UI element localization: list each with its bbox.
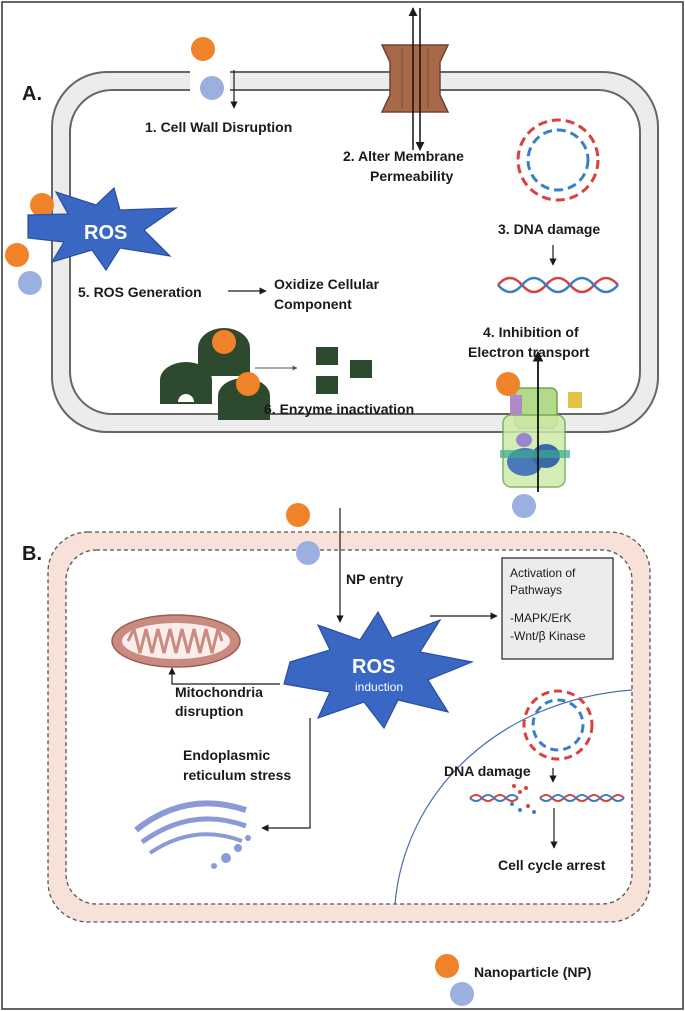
ros-starburst-b	[283, 610, 475, 730]
membrane-label-2: Permeability	[370, 168, 453, 184]
pathways-box: Activation of Pathways -MAPK/ErK -Wnt/β …	[501, 557, 614, 660]
pathways-title-2: Pathways	[510, 583, 562, 597]
mitochondria-icon	[111, 614, 241, 668]
ros-starburst-a	[27, 186, 179, 272]
pathway-2: -Wnt/β Kinase	[510, 629, 586, 643]
enzyme-icon	[160, 328, 270, 420]
nanoparticle-orange	[5, 243, 29, 267]
np-entry-label: NP entry	[346, 571, 404, 587]
oxidize-label-2: Component	[274, 296, 352, 312]
nanoparticle-orange	[30, 193, 54, 217]
cell-cycle-label: Cell cycle arrest	[498, 857, 606, 873]
pathways-title-1: Activation of	[510, 566, 576, 580]
enzyme-label: 6. Enzyme inactivation	[264, 401, 414, 417]
legend-nanoparticle-orange	[435, 954, 459, 978]
dna-damage-label-a: 3. DNA damage	[498, 221, 600, 237]
legend-label: Nanoparticle (NP)	[474, 964, 591, 980]
nucleus-boundary	[394, 689, 633, 905]
endoplasmic-reticulum-icon	[134, 800, 251, 869]
electron-label-1: 4. Inhibition of	[483, 324, 579, 340]
nanoparticle-blue	[200, 76, 224, 100]
membrane-label-1: 2. Alter Membrane	[343, 148, 464, 164]
er-label-1: Endoplasmic	[183, 747, 270, 763]
nanoparticle-blue	[296, 541, 320, 565]
enzyme-fragments-icon	[316, 347, 372, 394]
legend: Nanoparticle (NP)	[435, 954, 591, 1006]
ros-label-b: ROS	[352, 656, 395, 678]
dna-break-icon	[469, 784, 625, 814]
mito-label-1: Mitochondria	[175, 684, 263, 700]
cell-wall-label: 1. Cell Wall Disruption	[145, 119, 292, 135]
ros-induction-label: induction	[355, 680, 403, 694]
pathway-1: -MAPK/ErK	[510, 611, 571, 625]
nanoparticle-orange	[496, 372, 520, 396]
membrane-channel	[380, 7, 450, 151]
legend-nanoparticle-blue	[450, 982, 474, 1006]
dna-damage-label-b: DNA damage	[444, 763, 531, 779]
ros-label-a: ROS	[84, 222, 127, 244]
nanoparticle-blue	[512, 494, 536, 518]
panel-a-letter: A.	[22, 83, 42, 105]
oxidize-label-1: Oxidize Cellular	[274, 276, 380, 292]
electron-transport-complex-icon	[500, 350, 582, 492]
panel-b-letter: B.	[22, 543, 42, 565]
cell-wall-disruption	[190, 37, 238, 109]
electron-label-2: Electron transport	[468, 344, 590, 360]
dna-circle-icon-b	[522, 689, 594, 761]
nanoparticle-orange	[191, 37, 215, 61]
nanoparticle-orange	[286, 503, 310, 527]
dna-fragmented-icon	[497, 276, 619, 294]
mito-label-2: disruption	[175, 703, 243, 719]
nanoparticle-blue	[18, 271, 42, 295]
dna-circle-icon	[516, 118, 600, 202]
ros-generation-label: 5. ROS Generation	[78, 284, 202, 300]
er-arrow	[261, 718, 311, 832]
mitochondria-arrow	[168, 667, 280, 685]
er-label-2: reticulum stress	[183, 767, 291, 783]
